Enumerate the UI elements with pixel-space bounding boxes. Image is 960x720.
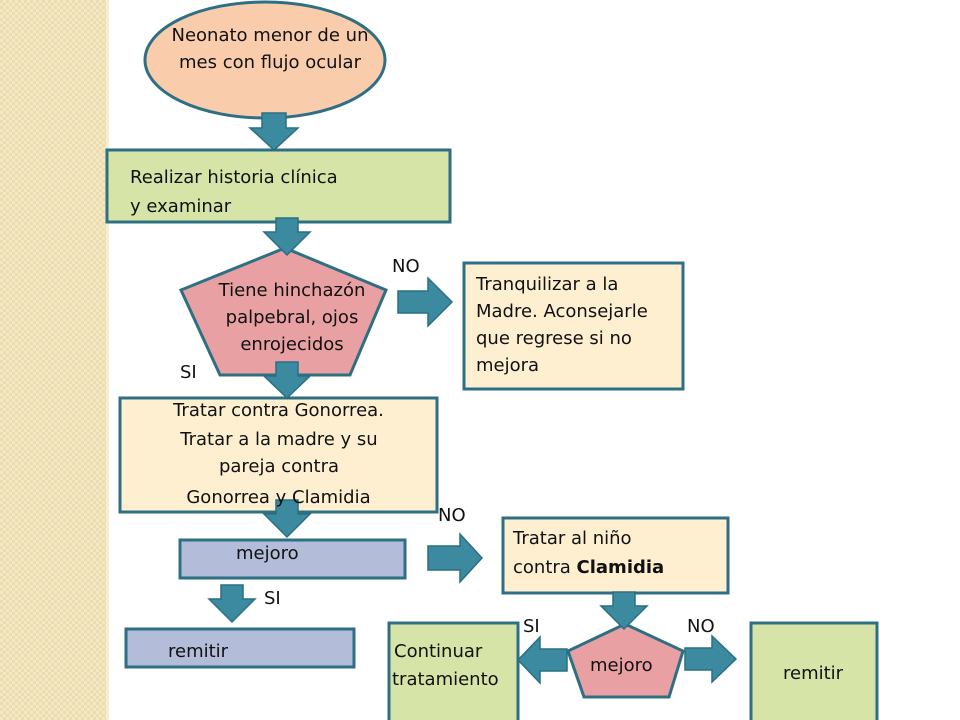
arrow-left-decision2-to-continue	[516, 635, 568, 685]
history-line1: Realizar historia clínica	[130, 167, 338, 188]
treat-gonorrhea-line3: Gonorrea y Clamidia	[186, 487, 371, 508]
arrow-down-history-to-decision1	[262, 217, 312, 257]
treat-child-line1: Tratar al niño	[513, 528, 632, 549]
refer1-text: remitir	[168, 641, 229, 662]
edge-label-no2: NO	[438, 505, 466, 526]
continue-box	[387, 621, 520, 720]
decorative-sidebar	[0, 0, 106, 720]
treat-child-prefix: contra	[513, 557, 577, 578]
improved2-text: mejoro	[590, 655, 653, 676]
edge-label-si1: SI	[180, 362, 197, 383]
decision2-pentagon	[566, 622, 685, 699]
treat-child-bold: Clamidia	[576, 557, 665, 578]
arrow-down-decision1-to-treat	[262, 361, 312, 400]
edge-label-no1: NO	[392, 256, 420, 277]
refer1-box	[124, 627, 356, 669]
treat-gonorrhea-line2: Tratar a la madre y su pareja contra	[180, 429, 378, 477]
arrow-down-improved1-to-refer1	[207, 584, 257, 624]
edge-label-si2: SI	[264, 588, 281, 609]
continue-line2: tratamiento	[392, 669, 499, 690]
improved1-box	[178, 538, 407, 580]
continue-line1: Continuar	[394, 641, 483, 662]
treat-gonorrhea-box	[118, 396, 439, 514]
sidebar-divider	[106, 0, 109, 720]
improved1-text: mejoro	[236, 543, 299, 564]
treat-gonorrhea-line1: Tratar contra Gonorrea.	[173, 400, 384, 421]
arrow-down-treat-child-to-decision2	[599, 591, 649, 631]
treat-child-line2: contra Clamidia	[513, 554, 664, 581]
reassure-text: Tranquilizar a la Madre. Aconsejarle que…	[476, 274, 648, 376]
arrow-down-start-to-history	[248, 112, 300, 152]
arrow-down-treat-to-improved1	[262, 499, 312, 539]
refer2-text: remitir	[783, 663, 844, 684]
decision1-text: Tiene hinchazón palpebral, ojos enrojeci…	[218, 280, 366, 355]
start-node-text: Neonato menor de un mes con flujo ocular	[171, 25, 369, 73]
edge-label-no3: NO	[687, 616, 715, 637]
refer2-box	[749, 621, 879, 720]
arrow-right-decision1-to-reassure	[397, 276, 454, 328]
edge-label-si3: SI	[523, 616, 540, 637]
arrow-right-improved1-to-treat-child	[427, 532, 484, 584]
reassure-box	[462, 261, 685, 391]
history-line2: y examinar	[130, 196, 232, 217]
arrow-right-decision2-to-refer2	[684, 634, 738, 684]
